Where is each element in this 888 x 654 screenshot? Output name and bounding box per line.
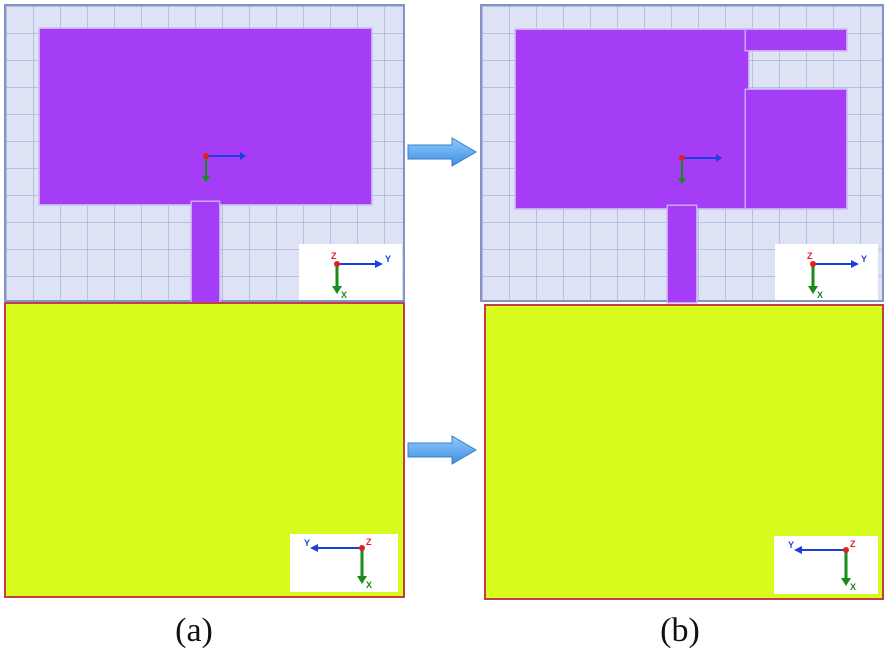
panel-b-feed-line — [668, 206, 696, 302]
panel-b-bottom-axis-triad: Y Z X — [774, 536, 878, 594]
caption-a: (a) — [175, 612, 213, 649]
panel-b-top-axis-y-label: Y — [861, 254, 867, 264]
panel-a-top-axis-z-label: Z — [331, 251, 337, 261]
panel-a-top-axis-triad: Z Y X — [299, 244, 402, 300]
panel-b-patch-top-arm — [746, 30, 846, 50]
panel-b-top-axis-triad: Z Y X — [775, 244, 878, 300]
caption-b: (b) — [660, 612, 700, 649]
bottom-transition-arrow — [407, 435, 477, 465]
panel-b-top-axis-x-label: X — [817, 290, 823, 300]
panel-b-origin-marker — [678, 154, 722, 184]
panel-a-top-substrate: Z Y X — [4, 4, 405, 302]
panel-a-top-axis-x-label: X — [341, 290, 347, 300]
panel-b-patch-lower-arm — [746, 90, 846, 208]
panel-a-bottom-axis-x-label: X — [366, 580, 372, 590]
panel-a-top-axis-y-label: Y — [385, 254, 391, 264]
panel-a-bottom-axis-y-label: Y — [304, 538, 310, 548]
panel-a-bottom-axis-triad: Y Z X — [290, 534, 398, 592]
panel-a-origin-marker — [202, 152, 246, 182]
panel-b-top-substrate: Z Y X — [480, 4, 884, 302]
top-transition-arrow — [407, 137, 477, 167]
panel-a-feed-line — [192, 202, 219, 302]
panel-a-ground-plane: Y Z X — [4, 302, 405, 598]
panel-b-bottom-axis-y-label: Y — [788, 540, 794, 550]
panel-a-bottom-axis-z-label: Z — [366, 537, 372, 547]
panel-b-top-axis-z-label: Z — [807, 251, 813, 261]
panel-b-radiating-patch — [516, 30, 748, 208]
panel-b-bottom-axis-z-label: Z — [850, 539, 856, 549]
panel-b-bottom-axis-x-label: X — [850, 582, 856, 592]
panel-b-ground-plane: Y Z X — [484, 304, 884, 600]
